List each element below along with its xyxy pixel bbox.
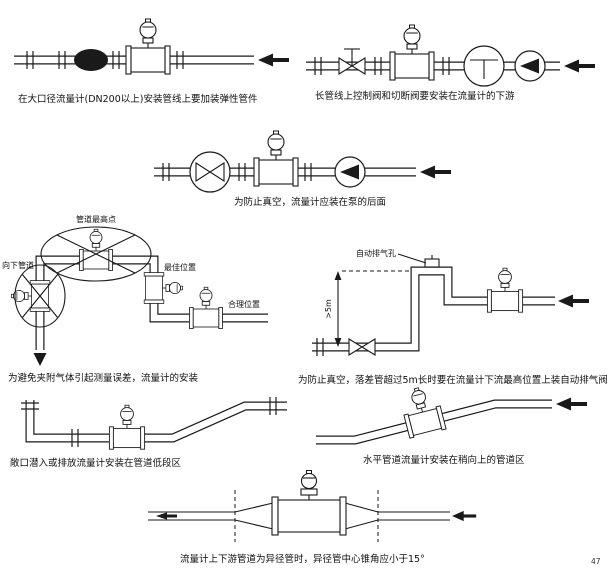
figure-valves-downstream — [300, 16, 600, 91]
figure-reducer-pipes — [140, 470, 477, 555]
vent-icon — [424, 255, 440, 268]
flow-arrow-icon — [556, 397, 587, 411]
flow-meter-icon — [143, 272, 184, 304]
diagram-elastic-fitting — [14, 18, 289, 75]
flow-meter-icon — [486, 267, 524, 313]
caption-auto-vent: 为防止真空，落差管超过5m长时要在流量计下流最高位置上装自动排气阀 — [298, 375, 607, 386]
figure-gas-entrapment: 管道最高点 向下管道 最佳位置 合理位置 — [0, 208, 280, 376]
diagram-reducer-pipes — [148, 470, 477, 542]
flow-meter-icon — [389, 24, 435, 81]
page-number: 47 — [591, 557, 601, 566]
dimension-line — [334, 270, 412, 347]
shutoff-valve-icon — [338, 48, 366, 75]
label-reasonable-position: 合理位置 — [228, 299, 260, 309]
control-valve-icon — [463, 45, 505, 87]
diagram-auto-vent: 自动排气孔 >5m — [312, 248, 589, 357]
diagram-gas-entrapment: 管道最高点 向下管道 最佳位置 合理位置 — [2, 214, 268, 366]
pump-icon — [334, 156, 366, 188]
flow-arrow-icon — [258, 53, 289, 67]
pump-icon — [514, 50, 546, 82]
valve-icon — [348, 338, 376, 356]
flange-icon — [271, 496, 279, 536]
label-auto-vent: 自动排气孔 — [356, 248, 396, 258]
figure-auto-vent: 自动排气孔 >5m — [300, 235, 600, 377]
flow-meter-icon — [189, 286, 223, 329]
pipe — [26, 400, 287, 442]
diagram-pump-upstream — [154, 130, 451, 193]
figure-inclined-pipe — [310, 382, 600, 460]
flow-meter-icon — [108, 404, 146, 450]
caption-low-section: 敞口潜入或排放流量计安装在管道低段区 — [10, 458, 182, 469]
crossed-out-marker — [40, 226, 152, 282]
figure-pump-upstream — [148, 130, 458, 198]
figure-elastic-fitting — [8, 2, 298, 94]
flow-arrow-icon — [420, 165, 451, 179]
caption-valves-downstream: 长管线上控制阀和切断阀要安装在流量计的下游 — [315, 91, 515, 102]
caption-gas-entrapment: 为避免夹附气体引起测量误差，流量计的安装 — [8, 373, 199, 384]
leader-line — [397, 253, 427, 264]
transmitter-icon — [300, 470, 318, 500]
figure-low-section — [5, 390, 295, 460]
flow-meter-icon — [125, 18, 171, 75]
cone-boundary-line — [234, 490, 379, 542]
diagram-valves-downstream — [306, 24, 595, 87]
down-arrow-icon — [33, 353, 47, 366]
elastic-fitting-icon — [74, 49, 108, 71]
caption-reducer-pipes: 流量计上下游管道为异径管时，异径管中心锥角应小于15° — [180, 554, 425, 565]
crossed-out-marker — [14, 264, 66, 328]
label-pipe-highest-point: 管道最高点 — [76, 214, 116, 224]
flange-icon — [339, 496, 347, 536]
label-drop-height: >5m — [324, 299, 333, 319]
flow-arrow-icon — [564, 59, 595, 73]
diagram-inclined-pipe — [316, 383, 587, 445]
flow-arrow-icon — [156, 512, 177, 520]
diagram-low-section — [20, 396, 287, 450]
label-best-position: 最佳位置 — [164, 262, 196, 272]
valve-icon — [189, 151, 231, 193]
flow-meter-icon — [79, 228, 113, 271]
flow-arrow-icon — [558, 294, 589, 308]
flow-arrow-icon — [452, 510, 477, 522]
label-down-pipe: 向下管道 — [2, 260, 34, 270]
caption-elastic-fitting: 在大口径流量计(DN200以上)安装管线上要加装弹性管件 — [18, 94, 258, 105]
pipe — [312, 267, 555, 351]
caption-pump-upstream: 为防止真空，流量计应装在泵的后面 — [234, 197, 387, 208]
flow-meter-body — [277, 499, 341, 533]
caption-inclined-pipe: 水平管道流量计安装在稍向上的管道区 — [363, 455, 525, 466]
flow-meter-icon — [253, 130, 299, 187]
